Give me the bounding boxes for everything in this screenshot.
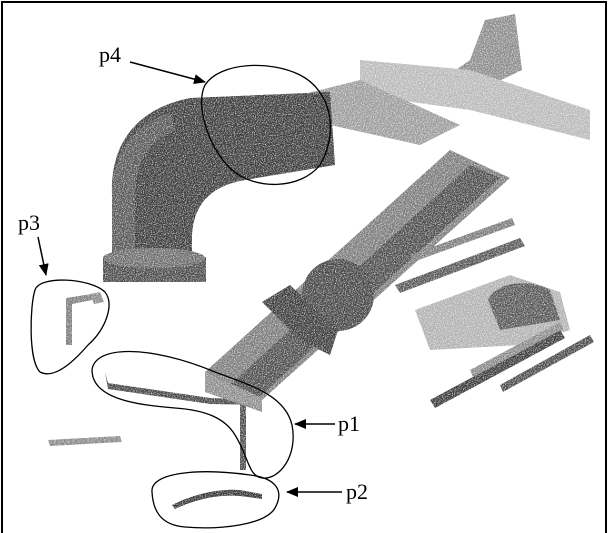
arrow-p3	[38, 237, 46, 275]
point-cloud	[48, 14, 594, 509]
stray-fragment	[48, 436, 122, 446]
arrow-p4	[130, 62, 205, 82]
label-p3: p3	[18, 210, 40, 235]
region-p2	[152, 472, 279, 528]
label-p4: p4	[99, 42, 121, 67]
fragment-p3	[66, 294, 92, 345]
fragment-p2	[172, 490, 262, 509]
label-p1: p1	[338, 411, 360, 436]
label-p2: p2	[346, 479, 368, 504]
elbow-pipe	[112, 92, 335, 262]
